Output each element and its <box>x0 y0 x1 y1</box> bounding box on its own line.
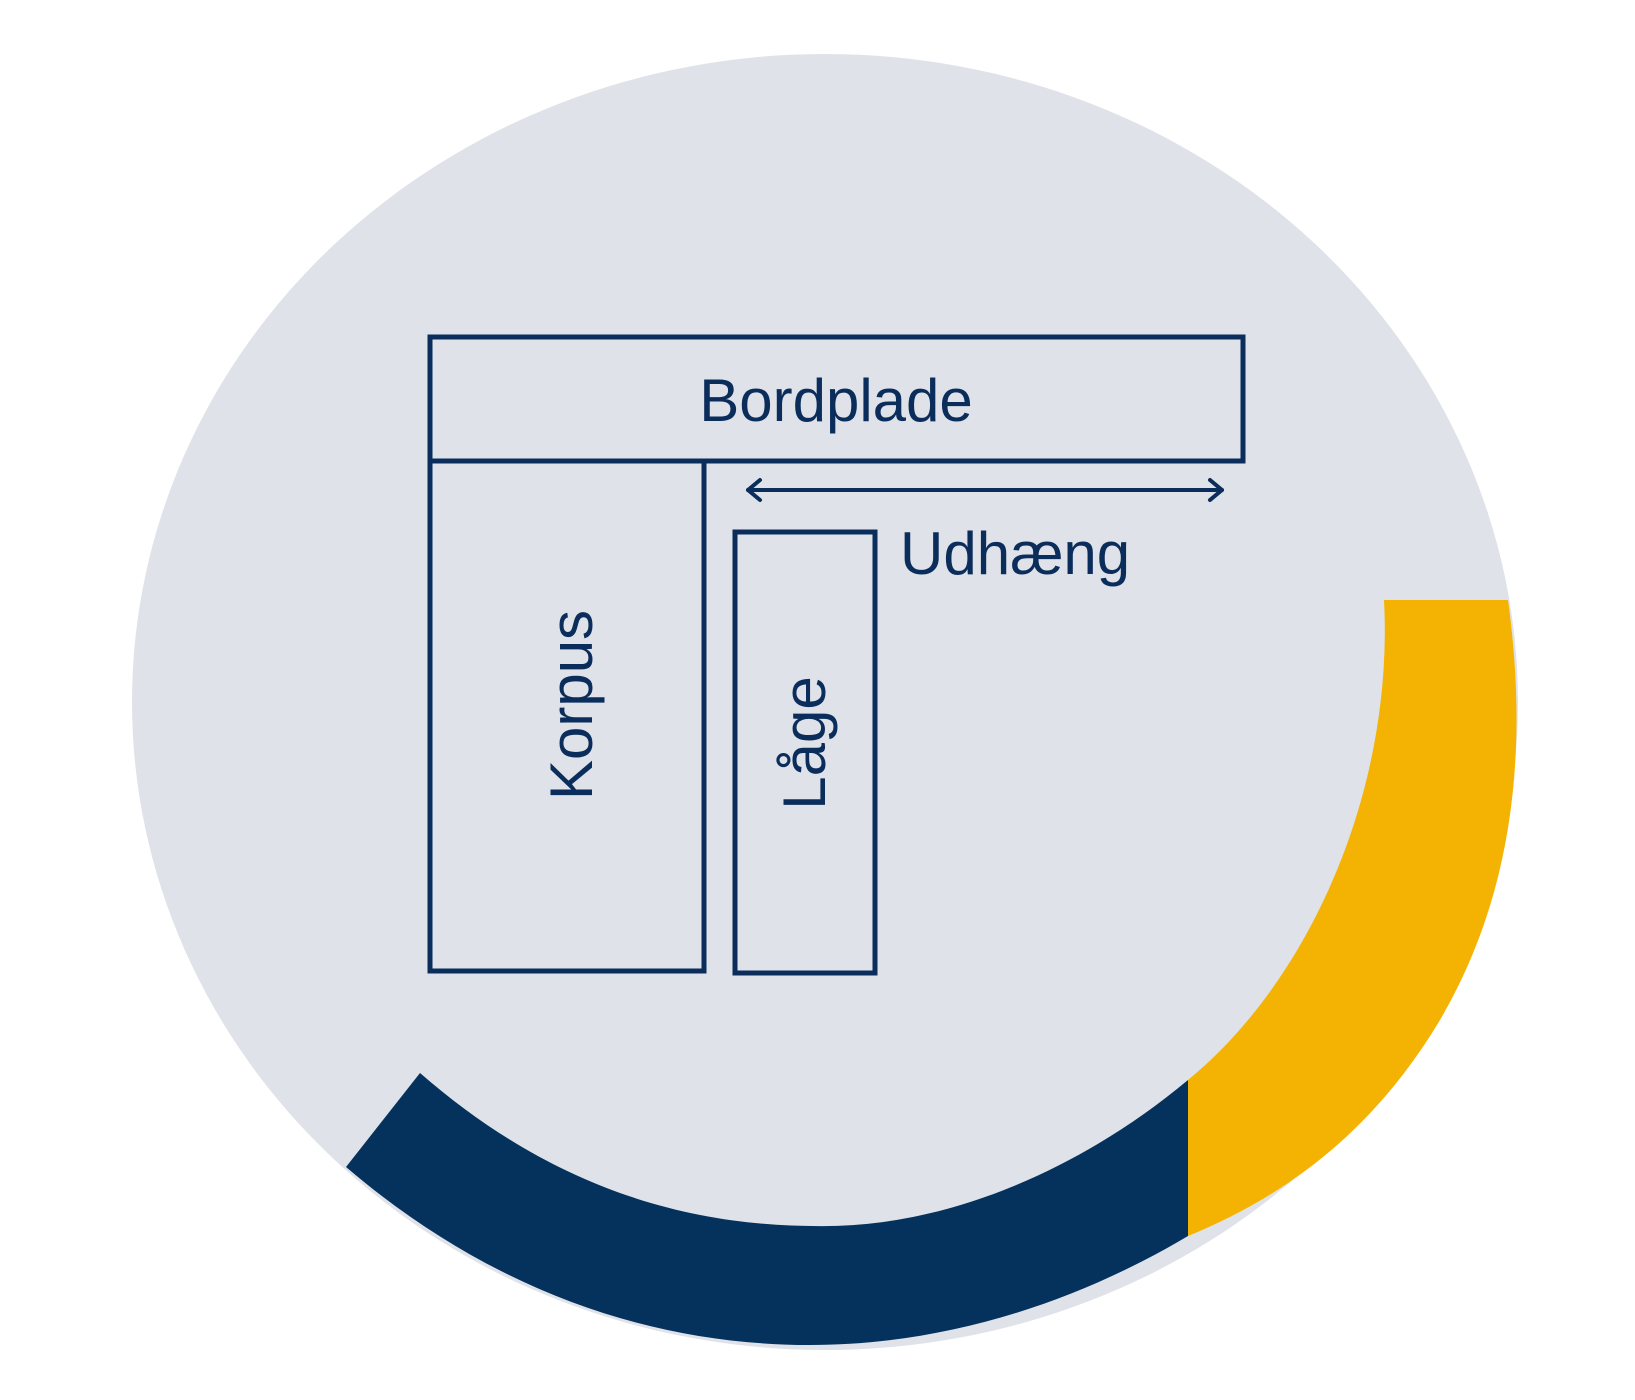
background-disc <box>132 54 1518 1350</box>
korpus-panel <box>427 458 707 974</box>
navy-accent-arc <box>346 1073 1188 1345</box>
bordplade-label: Bordplade <box>699 367 973 434</box>
bordplade-panel <box>427 334 1246 464</box>
laage-label: Låge <box>771 676 838 809</box>
udhaeng-label: Udhæng <box>900 520 1130 587</box>
yellow-accent-arc <box>1188 600 1517 1236</box>
korpus-label: Korpus <box>538 610 605 800</box>
double-arrow-horizontal-icon <box>746 478 1224 502</box>
laage-panel <box>732 529 878 976</box>
